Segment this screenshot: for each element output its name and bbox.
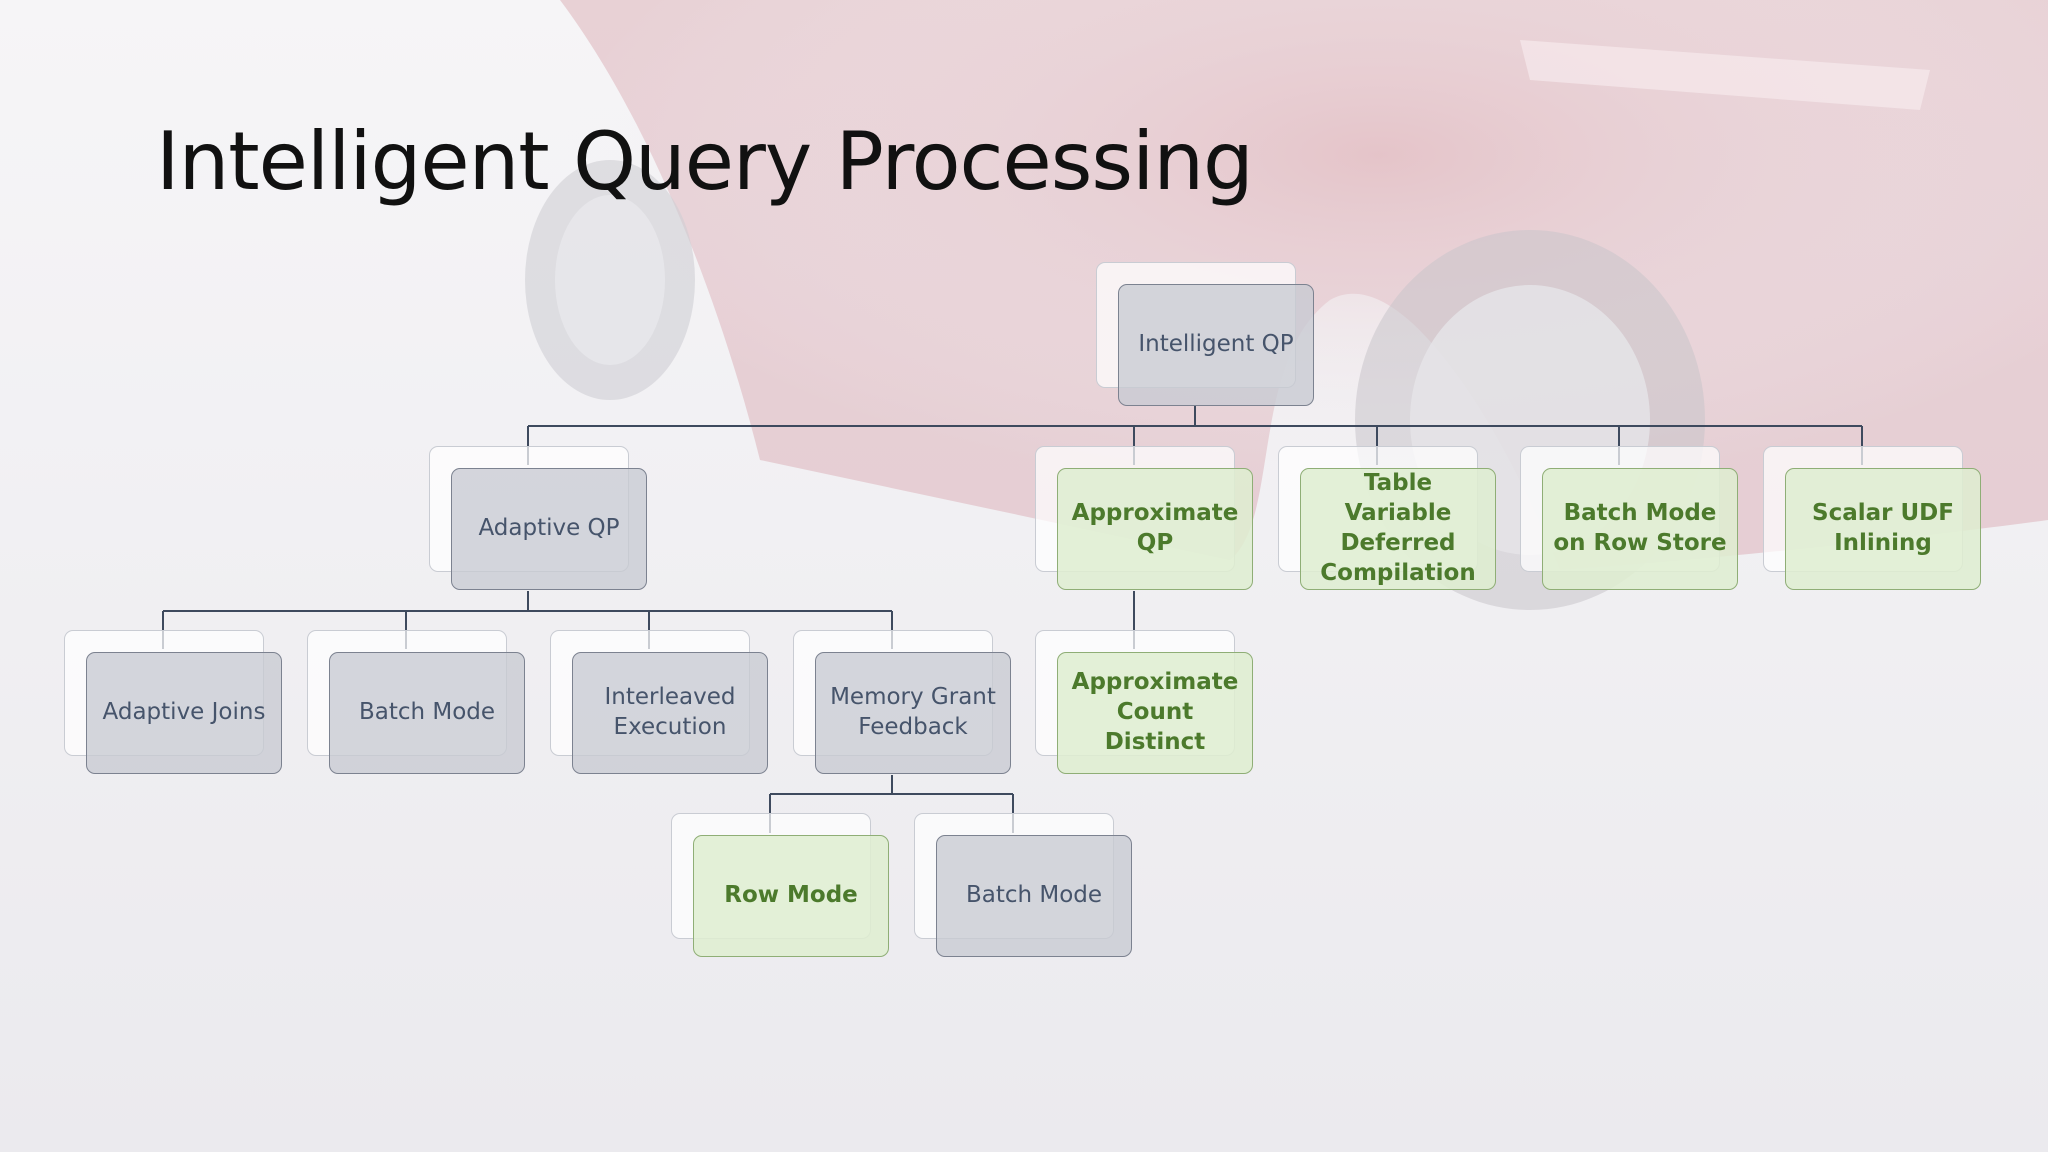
node-card: Adaptive QP <box>451 468 647 590</box>
node-card: Batch Mode on Row Store <box>1542 468 1738 590</box>
node-adaptive-joins[interactable]: Adaptive Joins <box>64 630 284 776</box>
node-card: Row Mode <box>693 835 889 957</box>
node-batch-mode[interactable]: Batch Mode <box>307 630 527 776</box>
node-card: Approximate Count Distinct <box>1057 652 1253 774</box>
node-label: Approximate Count Distinct <box>1071 669 1239 755</box>
node-label: Approximate QP <box>1071 500 1239 556</box>
node-card: Scalar UDF Inlining <box>1785 468 1981 590</box>
node-table-variable-deferred-compilation[interactable]: Table Variable Deferred Compilation <box>1278 446 1498 592</box>
node-card: Batch Mode <box>936 835 1132 957</box>
node-row-mode[interactable]: Row Mode <box>671 813 891 959</box>
node-batch-mode-memory-grant[interactable]: Batch Mode <box>914 813 1134 959</box>
node-approximate-qp[interactable]: Approximate QP <box>1035 446 1255 592</box>
node-label: Adaptive QP <box>478 515 620 542</box>
node-card: Interleaved Execution <box>572 652 768 774</box>
node-memory-grant-feedback[interactable]: Memory Grant Feedback <box>793 630 1013 776</box>
slide-title: Intelligent Query Processing <box>156 115 1254 208</box>
node-batch-mode-row-store[interactable]: Batch Mode on Row Store <box>1520 446 1740 592</box>
node-label: Table Variable Deferred Compilation <box>1320 470 1476 586</box>
node-label: Batch Mode <box>965 882 1103 909</box>
node-label: Adaptive Joins <box>102 699 266 726</box>
node-approximate-count-distinct[interactable]: Approximate Count Distinct <box>1035 630 1255 776</box>
node-label: Intelligent QP <box>1138 331 1294 358</box>
node-label: Row Mode <box>724 882 858 909</box>
node-card: Memory Grant Feedback <box>815 652 1011 774</box>
node-intelligent-qp[interactable]: Intelligent QP <box>1096 262 1316 408</box>
node-card: Approximate QP <box>1057 468 1253 590</box>
node-card: Batch Mode <box>329 652 525 774</box>
node-label: Memory Grant Feedback <box>830 684 996 740</box>
node-adaptive-qp[interactable]: Adaptive QP <box>429 446 649 592</box>
node-label: Interleaved Execution <box>604 684 736 740</box>
node-card: Intelligent QP <box>1118 284 1314 406</box>
node-label: Batch Mode <box>358 699 496 726</box>
node-scalar-udf-inlining[interactable]: Scalar UDF Inlining <box>1763 446 1983 592</box>
node-label: Scalar UDF Inlining <box>1812 500 1954 556</box>
node-interleaved-execution[interactable]: Interleaved Execution <box>550 630 770 776</box>
node-card: Adaptive Joins <box>86 652 282 774</box>
node-card: Table Variable Deferred Compilation <box>1300 468 1496 590</box>
node-label: Batch Mode on Row Store <box>1553 500 1727 556</box>
